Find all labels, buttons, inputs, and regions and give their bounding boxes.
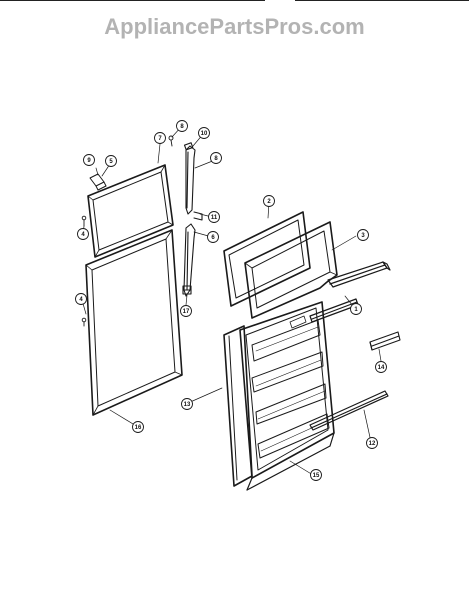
callout-2: 2 (263, 195, 275, 207)
callout-1: 1 (350, 303, 362, 315)
svg-text:12: 12 (369, 441, 376, 447)
svg-text:3: 3 (361, 233, 365, 239)
svg-text:10: 10 (201, 131, 208, 137)
callout-15: 15 (310, 469, 322, 481)
dairy-compartment (369, 331, 401, 351)
svg-text:13: 13 (184, 402, 191, 408)
svg-text:8: 8 (214, 156, 218, 162)
callout-13: 13 (181, 398, 193, 410)
leader-lines (81, 125, 382, 476)
svg-text:17: 17 (183, 309, 190, 315)
door-handle (182, 142, 203, 297)
svg-text:4: 4 (79, 297, 83, 303)
fresh-food-door-gasket (85, 229, 183, 416)
callout-7: 7 (154, 132, 166, 144)
hinge-bracket (89, 173, 107, 191)
callout-6: 6 (207, 231, 219, 243)
svg-text:15: 15 (313, 473, 320, 479)
callout-8-top: 8 (176, 120, 188, 132)
freezer-inner-gasket (223, 211, 311, 307)
callout-16: 16 (132, 421, 144, 433)
top-border-line (0, 0, 469, 1)
freezer-door-liner (244, 221, 338, 319)
svg-text:11: 11 (211, 215, 218, 221)
svg-text:7: 7 (158, 136, 162, 142)
callout-9: 9 (83, 154, 95, 166)
svg-text:8: 8 (180, 124, 184, 130)
callout-4-upper: 4 (77, 228, 89, 240)
svg-text:2: 2 (267, 199, 271, 205)
callout-12: 12 (366, 437, 378, 449)
door-shelf-lower (309, 390, 389, 431)
svg-text:1: 1 (354, 307, 358, 313)
callout-17: 17 (180, 305, 192, 317)
svg-text:6: 6 (211, 235, 215, 241)
callout-11: 11 (208, 211, 220, 223)
svg-text:4: 4 (81, 232, 85, 238)
fresh-food-door-liner (239, 301, 335, 491)
screw-set (81, 135, 174, 327)
callout-5: 5 (105, 155, 117, 167)
callout-4-lower: 4 (75, 293, 87, 305)
callout-10: 10 (198, 127, 210, 139)
callout-14: 14 (375, 361, 387, 373)
freezer-door-shelf (327, 261, 391, 288)
callout-8: 8 (210, 152, 222, 164)
callout-3: 3 (357, 229, 369, 241)
freezer-door-gasket (87, 164, 174, 258)
svg-text:16: 16 (135, 425, 142, 431)
svg-text:14: 14 (378, 365, 385, 371)
svg-text:9: 9 (87, 158, 91, 164)
watermark: AppliancePartsPros.com (104, 14, 365, 39)
svg-text:5: 5 (109, 159, 113, 165)
